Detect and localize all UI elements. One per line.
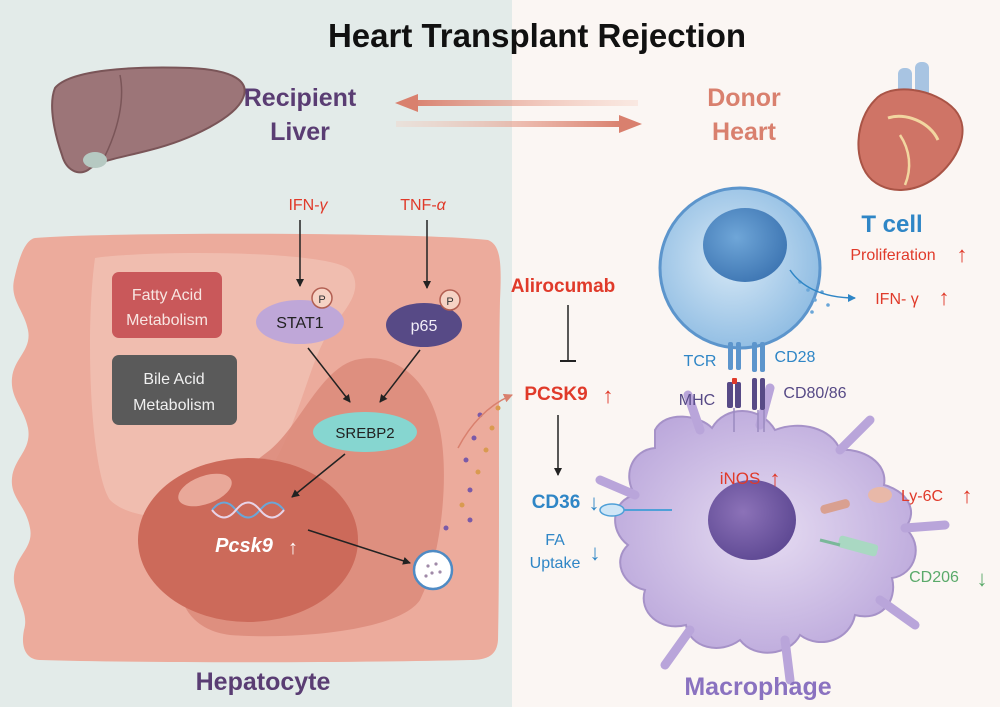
mhc-molecule-icon [727,378,741,408]
cd36-receptor-icon [599,503,672,517]
exchange-arrows [395,94,642,133]
hepatocyte-label: Hepatocyte [196,668,331,696]
bile-acid-label-1: Bile Acid [143,371,204,388]
heart-icon [857,62,964,191]
fatty-acid-metabolism-box [112,272,222,338]
p65-phospho-label: P [446,296,453,308]
inos-up-arrow: ↑ [770,466,781,491]
arrow-secretion-to-pcsk9 [457,393,513,449]
cd206-receptor-icon [819,535,879,557]
tcr-label: TCR [684,353,717,370]
donor-label: Donor [707,84,781,112]
tcell-label: T cell [861,211,922,238]
bile-acid-label-2: Metabolism [133,397,215,414]
cd36-down-arrow: ↓ [589,490,600,515]
t-cell [658,186,822,350]
stat1-node [256,300,344,344]
diagram-title: Heart Transplant Rejection [328,17,746,54]
p65-label: p65 [411,318,438,335]
tcell-ifn-up-arrow: ↑ [939,285,950,310]
cd28-label: CD28 [775,349,816,366]
p65-node [386,303,462,347]
proliferation-up-arrow: ↑ [957,242,968,267]
tcr-receptor-icon [728,342,741,370]
liver-icon [51,66,246,174]
cd206-down-arrow: ↓ [977,566,988,591]
stat1-phospho-label: P [318,294,325,306]
fa-uptake-down-arrow: ↓ [590,540,601,565]
ifn-secretion-dots [798,280,830,314]
bile-acid-metabolism-box [112,355,237,425]
pcsk9-gene-up-arrow: ↑ [288,537,298,559]
proliferation-label: Proliferation [850,247,935,264]
macrophage-cell [595,383,950,685]
arrow-p65-to-srebp2 [379,349,421,403]
heart-label: Heart [712,118,777,146]
pcsk9-gene-label: Pcsk9 [215,535,274,557]
macrophage-label: Macrophage [684,673,831,701]
arrow-srebp2-to-pcsk9 [291,453,346,498]
liver-label: Liver [270,118,330,146]
stat1-phospho-icon [311,287,333,309]
uptake-label: Uptake [530,555,581,572]
ly6c-receptor-icon [820,487,892,514]
pcsk9-up-arrow: ↑ [603,383,614,408]
srebp2-node [313,412,417,452]
secreted-particles [443,405,501,531]
arrow-stat1-to-srebp2 [307,347,351,403]
fa-label: FA [545,532,565,549]
fatty-acid-label-2: Metabolism [126,312,208,329]
mhc-label: MHC [679,392,715,409]
arrow-tcell-ifn [789,269,856,302]
stat1-label: STAT1 [276,315,324,332]
cd28-receptor-icon [752,342,765,372]
ly6c-up-arrow: ↑ [962,483,973,508]
dna-helix-icon [211,501,285,519]
tnf-alpha-signal: TNF-α [400,197,446,214]
recipient-label: Recipient [244,84,357,112]
p65-phospho-icon [439,289,461,311]
arrow-pcsk9-to-vesicle [307,529,411,565]
ifn-gamma-signal: IFN-γ [288,197,328,214]
tcell-ifn-gamma-label: IFN- γ [875,291,919,308]
cd80-86-label: CD80/86 [783,385,846,402]
cd80-86-molecule-icon [752,378,765,410]
cd206-label: CD206 [909,569,959,586]
synapse-stalks [733,408,765,432]
pcsk9-protein-label: PCSK9 [524,384,587,405]
inos-label: iNOS [720,469,761,488]
secretory-vesicle-icon [412,549,454,591]
cd36-label: CD36 [532,492,581,513]
ly6c-label: Ly-6C [901,488,943,505]
srebp2-label: SREBP2 [335,425,394,442]
alirocumab-label: Alirocumab [511,276,616,297]
fatty-acid-label-1: Fatty Acid [132,287,202,304]
